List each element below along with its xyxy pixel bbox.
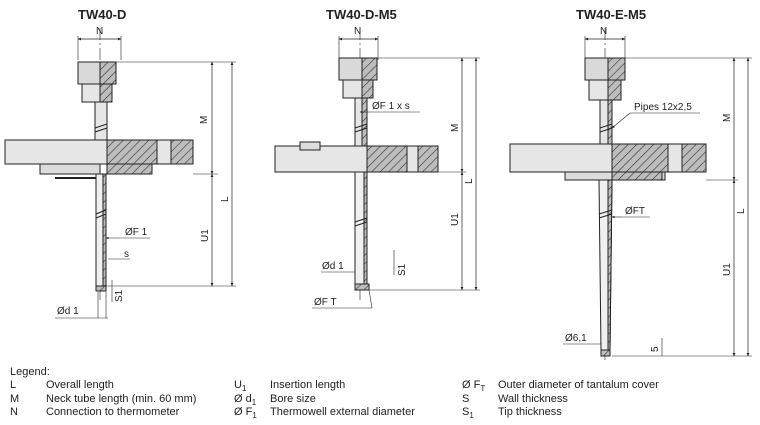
legend-title: Legend: xyxy=(10,366,50,378)
legend-text: Overall length xyxy=(46,379,114,391)
dim-d1: Ød 1 xyxy=(57,306,79,317)
legend-entry: L Overall length xyxy=(10,379,196,393)
dim-n: N xyxy=(354,26,361,37)
tw40-e-m5-dimension-text: N M L U1 Pipes 12x2,5 ØFT Ø6,1 5 xyxy=(565,26,747,352)
legend-symbol-main: Ø F xyxy=(234,406,253,418)
dim-l: L xyxy=(736,208,747,214)
legend-symbol: Ø F1 xyxy=(234,406,270,423)
dim-f1-x-s: ØF 1 x s xyxy=(372,101,410,112)
legend-entry: S Wall thickness xyxy=(462,393,659,407)
legend-symbol: Ø FT xyxy=(462,379,498,396)
legend-symbol-sub: 1 xyxy=(252,411,257,421)
legend-symbol: S xyxy=(462,393,498,410)
dim-ft: ØFT xyxy=(625,206,645,217)
legend-symbol-main: Ø d xyxy=(234,392,252,405)
legend-text: Insertion length xyxy=(270,379,346,391)
dim-tip-length: 5 xyxy=(650,346,661,352)
legend-symbol-main: S xyxy=(462,406,470,418)
legend-entry: N Connection to thermometer xyxy=(10,406,196,420)
drawing-title-tw40-d: TW40-D xyxy=(78,7,126,22)
dim-s1: S1 xyxy=(397,263,408,276)
legend-symbol: M xyxy=(10,392,20,405)
legend-text: Connection to thermometer xyxy=(46,406,180,418)
drawing-tw40-d xyxy=(4,28,236,319)
legend-text: Tip thickness xyxy=(498,406,562,418)
legend-text: Bore size xyxy=(270,392,316,405)
dim-u1: U1 xyxy=(722,263,733,276)
drawing-tw40-e-m5 xyxy=(509,28,752,362)
dim-ft: ØF T xyxy=(314,297,337,308)
legend-symbol-main: S xyxy=(462,392,470,405)
drawing-tw40-d-m5 xyxy=(274,28,480,309)
pipes-label: Pipes 12x2,5 xyxy=(634,102,692,113)
legend-symbol-sub: 1 xyxy=(251,397,257,407)
dim-s: s xyxy=(124,249,129,260)
dim-l: L xyxy=(464,178,475,184)
dim-s1: S1 xyxy=(114,289,125,302)
legend-symbol-main: Ø F xyxy=(462,379,481,391)
legend-entry: M Neck tube length (min. 60 mm) xyxy=(10,393,196,407)
legend-symbol-sub: 1 xyxy=(469,411,474,421)
dim-m: M xyxy=(722,114,733,122)
dim-u1: U1 xyxy=(200,229,211,242)
legend-symbol-sub: 1 xyxy=(241,384,247,394)
legend-symbol: S1 xyxy=(462,406,498,423)
legend-symbol-sub: T xyxy=(480,384,486,394)
dim-d1: Ød 1 xyxy=(322,261,344,272)
dim-tip-diameter: Ø6,1 xyxy=(565,333,587,344)
legend-columns: L Overall length M Neck tube length (min. … xyxy=(10,379,750,421)
technical-drawing: TW40-D TW40-D-M5 TW40-E-M5 xyxy=(4,7,752,362)
legend-symbol: Ø d1 xyxy=(234,393,270,410)
legend-text: Neck tube length (min. 60 mm) xyxy=(46,392,197,405)
legend-symbol-main: U xyxy=(234,379,242,391)
dim-n: N xyxy=(96,26,103,37)
dim-m: M xyxy=(450,124,461,132)
dim-f1: ØF 1 xyxy=(125,227,148,238)
legend-symbol: N xyxy=(10,406,18,418)
legend-text: Wall thickness xyxy=(498,392,568,405)
legend-column-1: L Overall length M Neck tube length (min. … xyxy=(10,379,196,420)
legend-text: Outer diameter of tantalum cover xyxy=(498,379,659,391)
drawing-title-tw40-e-m5: TW40-E-M5 xyxy=(576,7,646,22)
legend: Legend: L Overall length M Neck tube lengt… xyxy=(10,366,750,421)
tw40-d-dimension-text: N M L U1 ØF 1 s Ød 1 S1 xyxy=(57,26,231,317)
dim-u1: U1 xyxy=(450,213,461,226)
drawing-title-tw40-d-m5: TW40-D-M5 xyxy=(326,7,397,22)
legend-symbol: U1 xyxy=(234,379,270,396)
legend-text: Thermowell external diameter xyxy=(270,406,415,418)
tw40-d-m5-dimension-text: N M L U1 ØF 1 x s Ød 1 S1 ØF T xyxy=(314,26,475,308)
dim-n: N xyxy=(600,26,607,37)
dim-l: L xyxy=(220,196,231,202)
dim-m: M xyxy=(199,116,210,124)
legend-symbol: L xyxy=(10,379,17,391)
